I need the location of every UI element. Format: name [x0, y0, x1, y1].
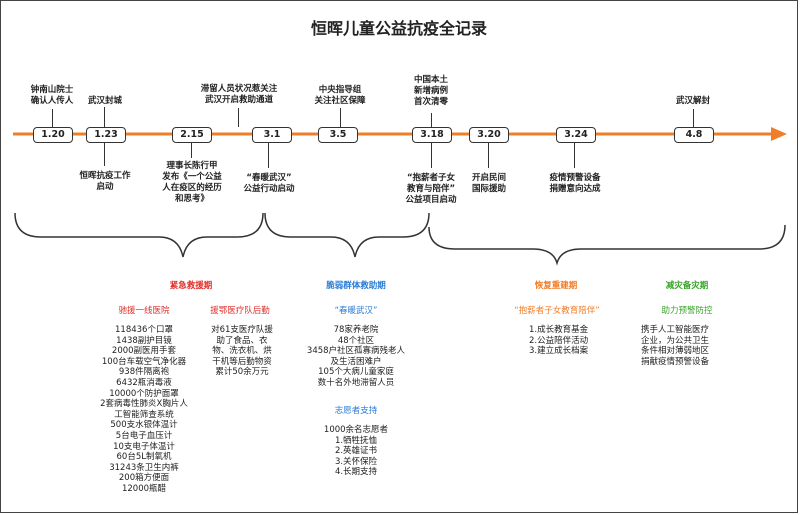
- volunteer-support-title: 志愿者支持: [334, 406, 378, 416]
- team-logistics-line: 助了食品、衣: [216, 335, 268, 346]
- medical-team-logistics-title: 援鄂医疗队后勤: [210, 306, 270, 316]
- event-label-3-24-below: 疫情预警设备 捐赠意向达成: [549, 173, 601, 194]
- hospital-supply-item: 500支水银体温计: [110, 420, 178, 431]
- brace-emergency: [14, 212, 264, 258]
- date-3-5: 3.5: [318, 127, 358, 143]
- early-warning-line: 携手人工智能医疗: [641, 325, 710, 335]
- event-label-1-23-above: 武汉封城: [87, 96, 122, 106]
- hospital-supply-item: 60台5L制氧机: [116, 452, 172, 463]
- diagram-title: 恒晖儿童公益抗疫全记录: [310, 19, 487, 38]
- spring-wuhan-item: 48个社区: [337, 335, 375, 346]
- date-2-15: 2.15: [172, 127, 212, 143]
- connector-3-1-down: [268, 142, 269, 168]
- connector-3-1-up: [238, 108, 239, 127]
- team-logistics-line: 干机等后勤物资: [212, 356, 272, 367]
- hospital-supply-item: 938件隔离袍: [118, 367, 170, 378]
- volunteer-support-item: 4.长期支持: [334, 467, 378, 478]
- medical-team-logistics-list: 对61支医疗队援助了食品、衣物、洗衣机、烘干机等后勤物资累计50余万元: [197, 325, 287, 378]
- event-label-2-15-below: 理事长陈行甲 发布《一个公益 人在疫区的经历 和思考》: [162, 161, 222, 204]
- spring-wuhan-item: 及生活困难户: [330, 356, 382, 367]
- event-label-3-18-above: 中国本土 新增病例 首次清零: [413, 75, 448, 107]
- phase-vulnerable-title: 脆弱群体救助期: [326, 281, 386, 291]
- volunteer-support-item: 1.牺牲抚恤: [334, 435, 378, 446]
- event-label-4-8-above: 武汉解封: [675, 96, 710, 106]
- date-3-20: 3.20: [469, 127, 509, 143]
- brace-vulnerable: [264, 212, 430, 258]
- spring-wuhan-item: 78家养老院: [333, 325, 379, 335]
- event-label-3-1-below: “春暖武汉” 公益行动启动: [243, 173, 295, 194]
- connector-1-23-up: [104, 107, 105, 127]
- hospital-supply-item: 2套病毒性肺炎X胸片人: [100, 399, 188, 410]
- early-warning-list: 携手人工智能医疗企业，为公共卫生条件相对薄弱地区捐献疫情预警设备: [641, 325, 751, 367]
- volunteer-support-item: 3.关怀保险: [334, 456, 378, 467]
- education-project-item: 3.建立成长档案: [529, 346, 589, 357]
- spring-wuhan-title: “春暖武汉”: [334, 306, 378, 316]
- event-label-3-20-below: 开启民间 国际援助: [471, 173, 506, 194]
- early-warning-line: 企业，为公共卫生: [641, 335, 710, 346]
- date-4-8: 4.8: [674, 127, 714, 143]
- brace-recovery-prevention: [428, 224, 786, 266]
- education-project-item: 2.公益陪伴活动: [529, 335, 589, 346]
- spring-wuhan-item: 数十名外地滞留人员: [317, 377, 395, 388]
- team-logistics-line: 物、洗衣机、烘: [212, 346, 272, 357]
- date-3-18: 3.18: [412, 127, 452, 143]
- hospital-supply-item: 118436个口罩: [115, 325, 173, 335]
- event-label-3-5-above: 中央指导组 关注社区保障: [314, 85, 366, 106]
- connector-3-18-up: [431, 113, 432, 127]
- connector-1-20-up: [52, 109, 53, 127]
- event-label-1-20-above: 钟南山院士 确认人传人: [30, 85, 74, 106]
- hospital-supply-item: 10支电子体温计: [113, 441, 175, 452]
- hospital-supply-item: 5台电子血压计: [115, 430, 173, 441]
- hospital-supply-item: 6432瓶消毒液: [116, 377, 172, 388]
- phase-prevention-title: 减灾备灾期: [665, 281, 709, 291]
- education-project-title: “抱薪者子女教育陪伴”: [514, 306, 600, 316]
- early-warning-title: 助力预警防控: [661, 306, 713, 316]
- connector-2-15-down: [191, 142, 192, 158]
- phase-recovery-title: 恢复重建期: [534, 281, 578, 291]
- hospital-supply-item: 工智能筛查系统: [114, 409, 174, 420]
- education-project-item: 1.成长教育基金: [529, 325, 589, 335]
- connector-1-23-down: [104, 142, 105, 166]
- hospital-supply-item: 100台车载空气净化器: [101, 356, 187, 367]
- volunteer-support-item: 1000余名志愿者: [323, 425, 389, 435]
- hospital-supply-item: 1438副护目镜: [116, 335, 172, 346]
- date-3-1: 3.1: [252, 127, 292, 143]
- connector-3-18-down: [431, 142, 432, 168]
- early-warning-line: 条件相对薄弱地区: [641, 346, 710, 357]
- hospital-supply-item: 2000副医用手套: [111, 346, 177, 357]
- event-label-3-1-above: 滞留人员状况惹关注 武汉开启救助通道: [200, 84, 278, 105]
- date-1-23: 1.23: [86, 127, 126, 143]
- hospital-supply-item: 200箱方便面: [118, 473, 170, 484]
- early-warning-line: 捐献疫情预警设备: [641, 356, 710, 367]
- team-logistics-line: 累计50余万元: [215, 367, 269, 378]
- connector-3-5-up: [340, 108, 341, 127]
- date-3-24: 3.24: [556, 127, 596, 143]
- spring-wuhan-item: 105个大病儿童家庭: [318, 367, 394, 378]
- event-label-3-18-below: “抱薪者子女 教育与陪伴” 公益项目启动: [405, 173, 457, 205]
- spring-wuhan-item: 3458户社区孤寡病残老人: [306, 346, 406, 357]
- connector-3-24-down: [574, 142, 575, 168]
- hospital-supply-item: 10000个防护面罩: [109, 388, 179, 399]
- date-1-20: 1.20: [33, 127, 73, 143]
- hospital-supply-item: 12000瓶醋: [121, 483, 167, 494]
- volunteer-support-item: 2.英雄证书: [334, 446, 378, 457]
- event-label-1-23-below: 恒晖抗疫工作 启动: [79, 171, 131, 192]
- connector-3-20-down: [488, 142, 489, 168]
- team-logistics-line: 对61支医疗队援: [211, 325, 273, 335]
- connector-4-8-up: [693, 109, 694, 127]
- hospital-support-title: 驰援一线医院: [118, 306, 170, 316]
- phase-emergency-title: 紧急救援期: [169, 281, 213, 291]
- hospital-supply-item: 31243条卫生内裤: [109, 462, 179, 473]
